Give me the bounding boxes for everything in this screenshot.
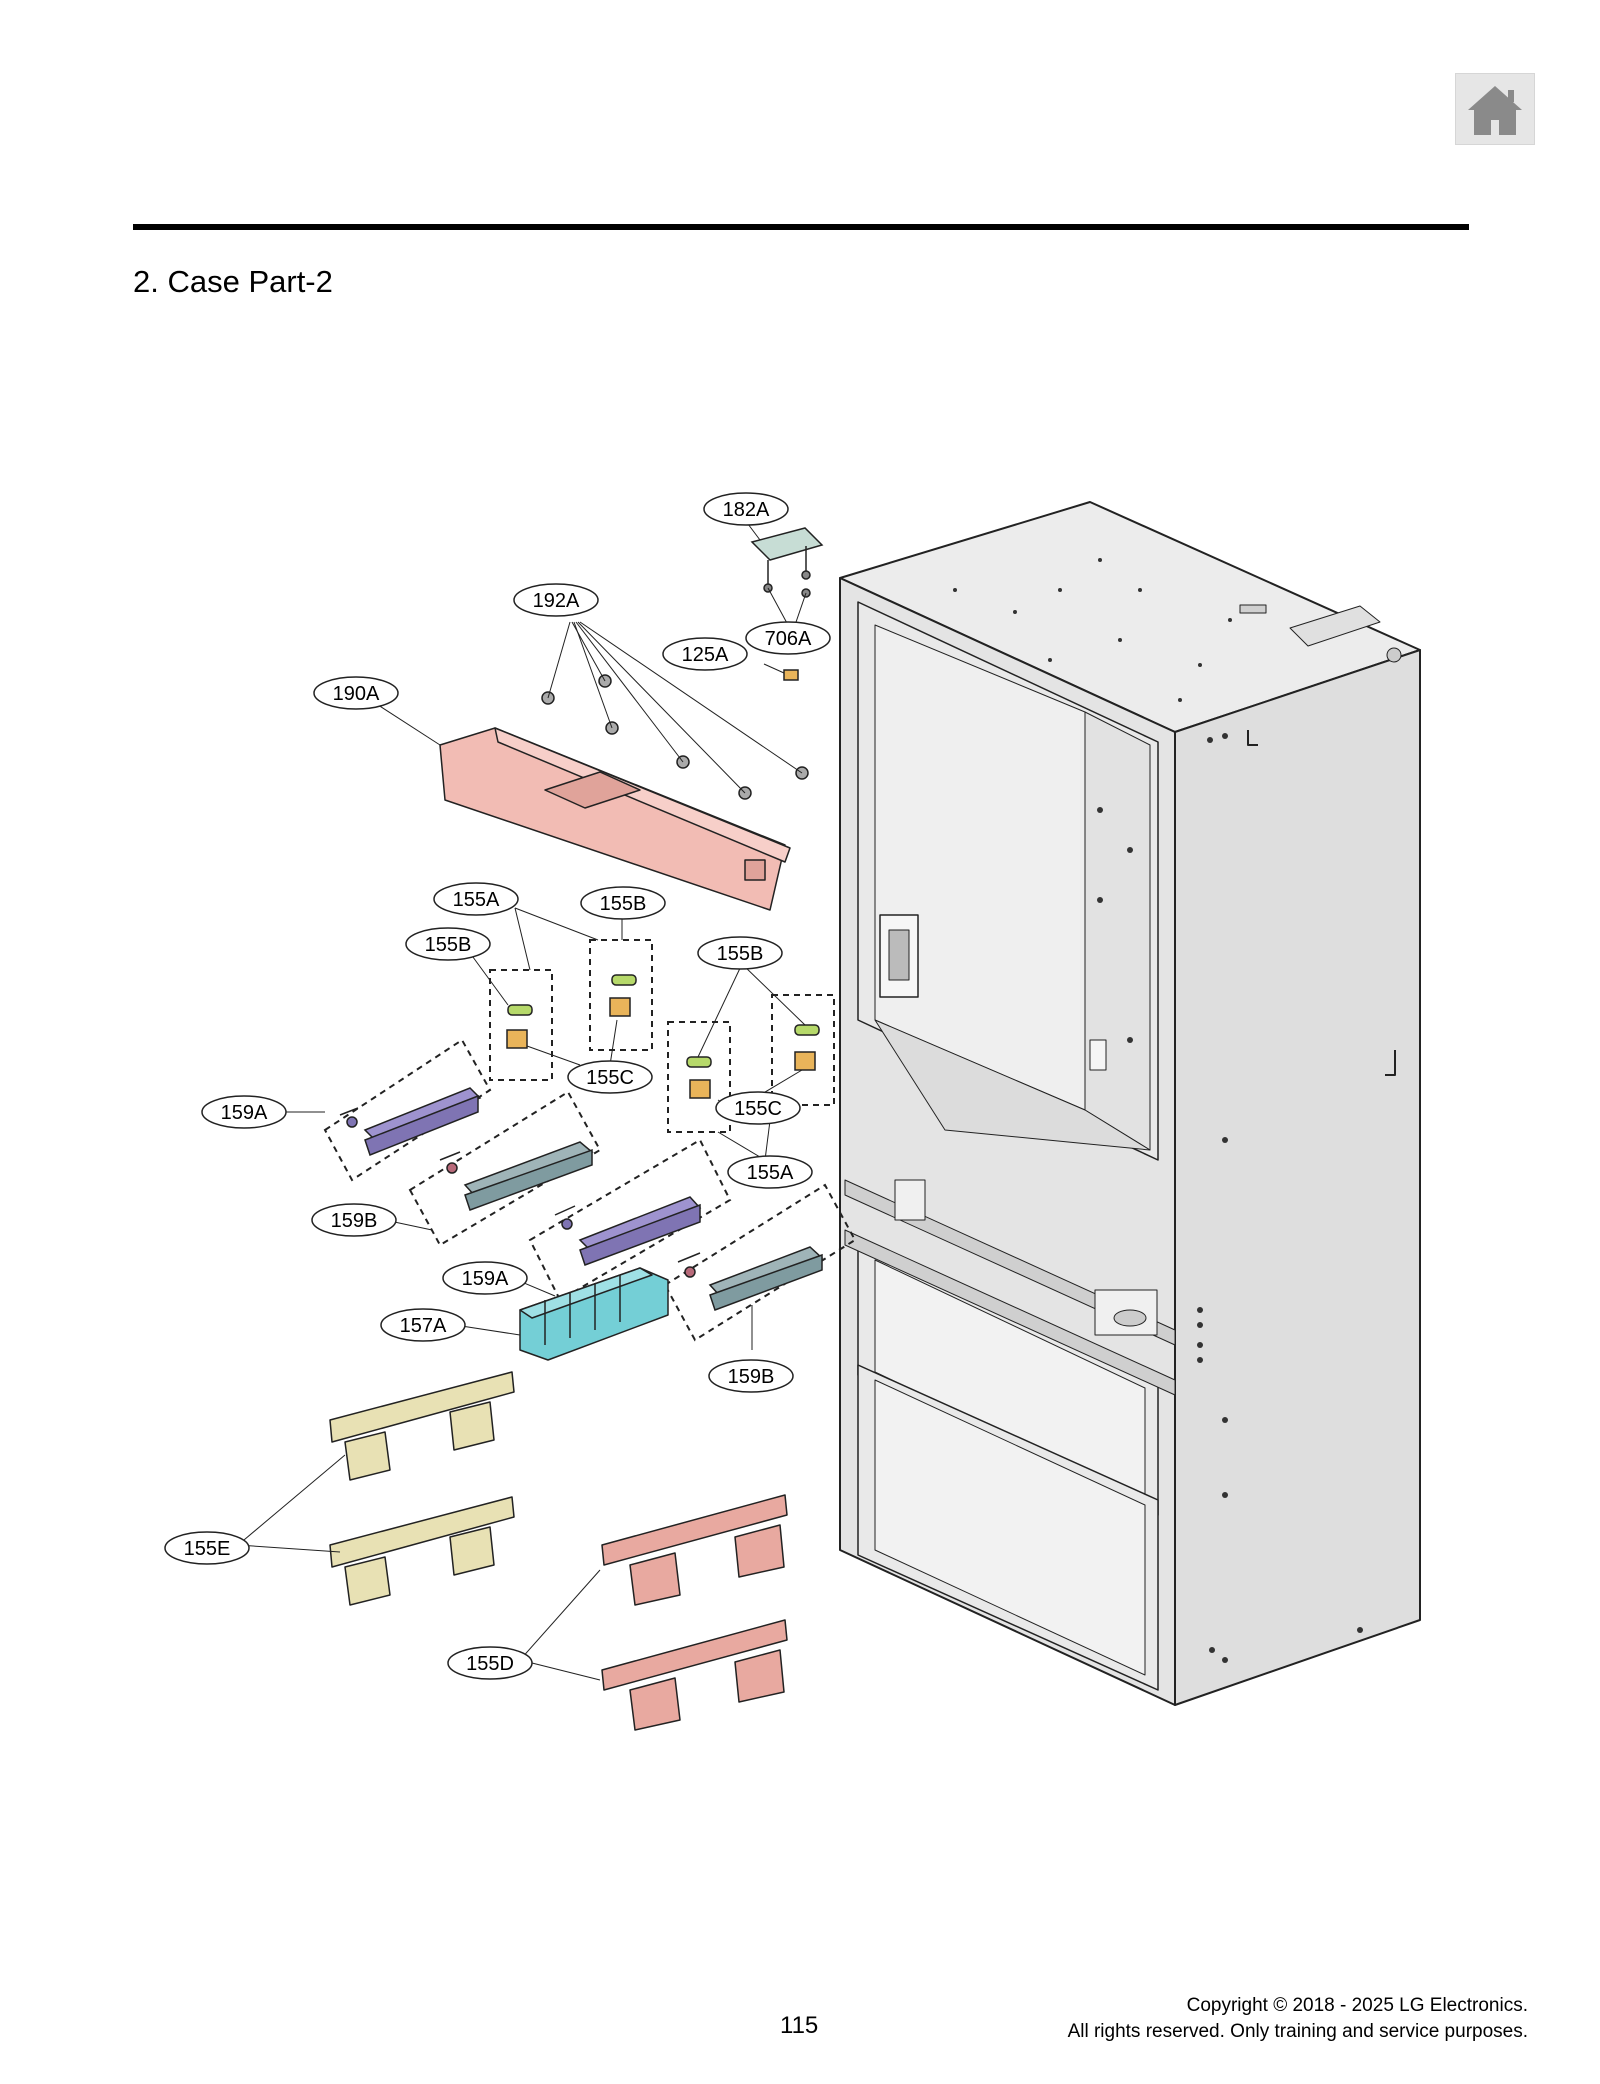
part-155B-clips	[507, 974, 820, 1068]
refrigerator-cabinet	[839, 501, 1421, 1706]
svg-text:190A: 190A	[333, 683, 380, 705]
svg-text:125A: 125A	[682, 644, 729, 666]
home-icon	[1468, 86, 1522, 135]
part-159B-guides	[439, 1141, 824, 1311]
label-192A: 192A	[513, 583, 599, 617]
label-155C-right: 155C	[715, 1091, 801, 1125]
part-159A-guides	[339, 1087, 702, 1266]
label-159B-right: 159B	[708, 1359, 794, 1393]
part-labels: 182A 192A 706A 125A 190A 155A 155B 155B	[164, 492, 831, 1680]
copyright-line-2: All rights reserved. Only training and s…	[1067, 2021, 1528, 2042]
label-159A-mid: 159A	[442, 1261, 528, 1295]
svg-text:155C: 155C	[734, 1098, 782, 1120]
svg-text:157A: 157A	[400, 1315, 447, 1337]
svg-text:155A: 155A	[453, 889, 500, 911]
home-button[interactable]	[1455, 73, 1535, 145]
leader-lines	[237, 523, 807, 1681]
label-125A: 125A	[662, 637, 748, 671]
part-190A-cover	[439, 727, 791, 911]
page-number: 115	[780, 2012, 819, 2039]
svg-text:182A: 182A	[723, 499, 770, 521]
svg-text:155B: 155B	[717, 943, 764, 965]
label-157A: 157A	[380, 1308, 466, 1342]
label-155C-left: 155C	[567, 1060, 653, 1094]
svg-text:155D: 155D	[466, 1653, 514, 1675]
dashed-callout-boxes	[323, 939, 857, 1342]
copyright-line-1: Copyright © 2018 - 2025 LG Electronics.	[1186, 1995, 1528, 2016]
part-155E-rails	[329, 1371, 515, 1606]
svg-text:159A: 159A	[462, 1268, 509, 1290]
label-190A: 190A	[313, 676, 399, 710]
label-155B-left: 155B	[405, 927, 491, 961]
part-157A-bracket	[519, 1267, 669, 1361]
part-155C-clips	[506, 997, 816, 1099]
header-rule	[133, 224, 1469, 230]
part-182A	[750, 527, 824, 598]
label-159A-left: 159A	[201, 1095, 287, 1129]
svg-text:155A: 155A	[747, 1162, 794, 1184]
label-706A: 706A	[745, 621, 831, 655]
svg-text:159A: 159A	[221, 1102, 268, 1124]
label-155A-top: 155A	[433, 882, 519, 916]
copyright-notice: Copyright © 2018 - 2025 LG Electronics. …	[1068, 1993, 1528, 2045]
label-155E: 155E	[164, 1531, 250, 1565]
cabinet-hardware-dots	[953, 558, 1363, 1663]
svg-text:706A: 706A	[765, 628, 812, 650]
section-title: 2. Case Part-2	[133, 264, 333, 299]
svg-text:155C: 155C	[586, 1067, 634, 1089]
svg-text:155B: 155B	[425, 934, 472, 956]
label-155B-right: 155B	[697, 936, 783, 970]
svg-text:159B: 159B	[331, 1210, 378, 1232]
label-182A: 182A	[703, 492, 789, 526]
part-125A	[783, 669, 799, 681]
svg-text:155E: 155E	[184, 1538, 231, 1560]
label-155B-top: 155B	[580, 886, 666, 920]
svg-text:159B: 159B	[728, 1366, 775, 1388]
svg-text:155B: 155B	[600, 893, 647, 915]
part-155D-rails	[601, 1494, 788, 1731]
label-155A-right: 155A	[727, 1155, 813, 1189]
svg-text:192A: 192A	[533, 590, 580, 612]
label-155D: 155D	[447, 1646, 533, 1680]
label-159B-left: 159B	[311, 1203, 397, 1237]
